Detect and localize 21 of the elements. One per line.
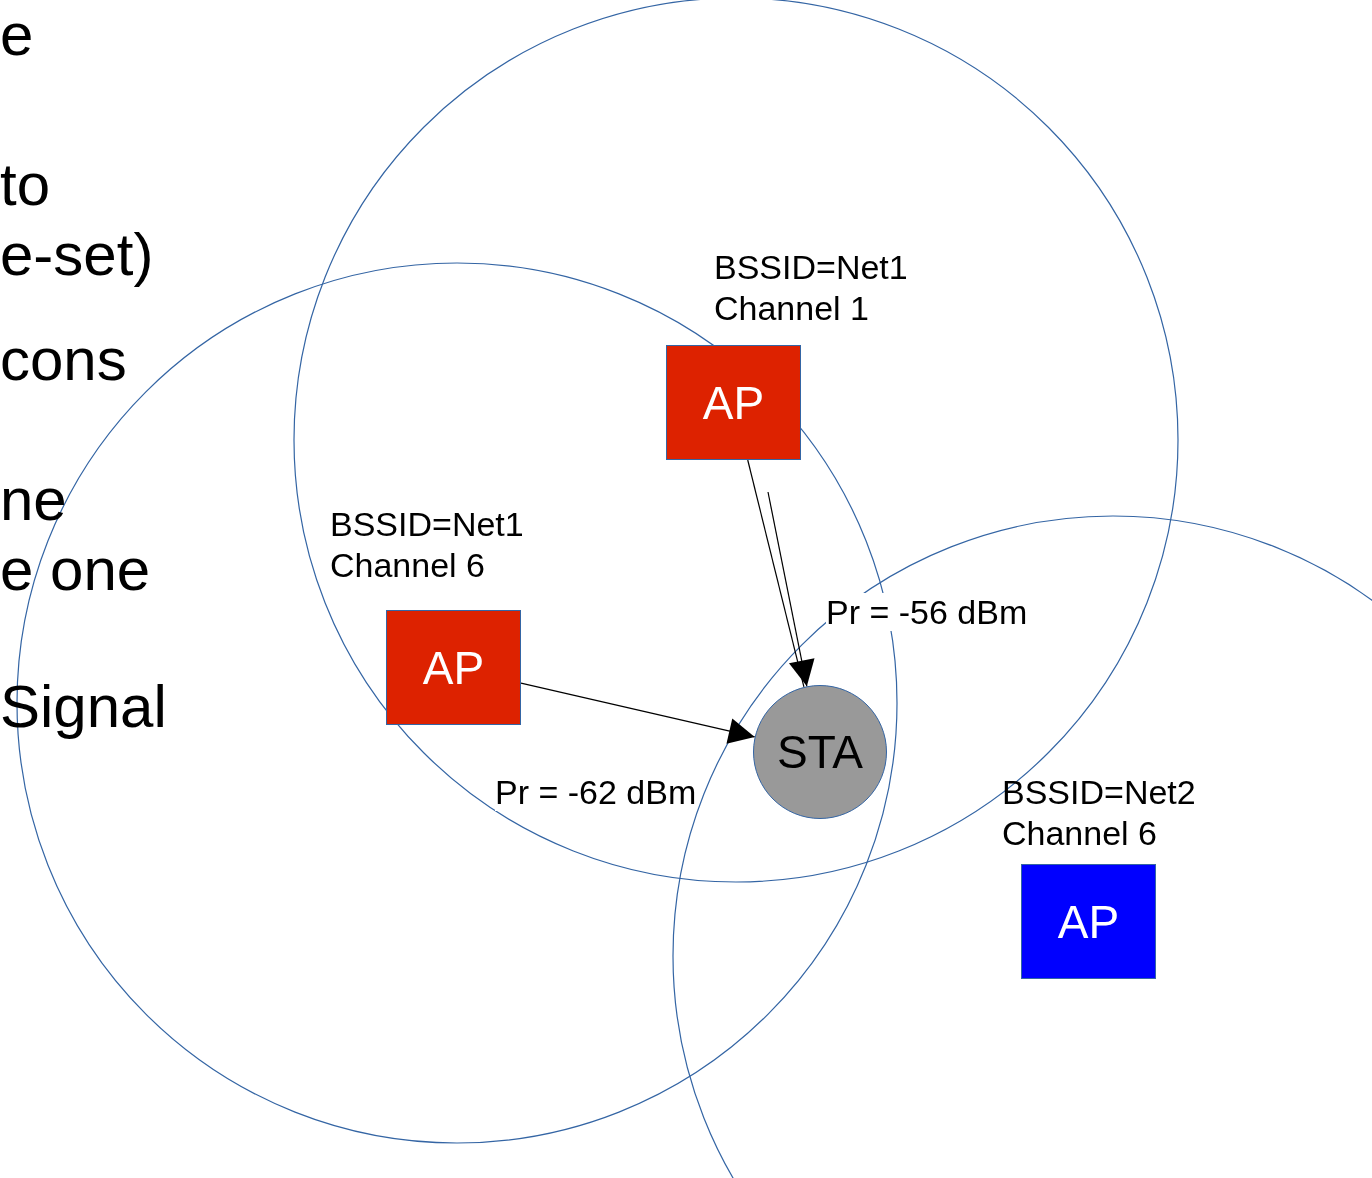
connector-line: [747, 459, 805, 688]
node-caption: BSSID=Net1 Channel 1: [714, 247, 909, 329]
node-caption: BSSID=Net1 Channel 6: [330, 504, 525, 586]
node-label: STA: [776, 729, 864, 775]
node-label: AP: [1057, 898, 1120, 945]
node-label: AP: [422, 644, 485, 691]
edge-label: Pr = -56 dBm: [826, 593, 1028, 631]
text-fragment: to: [0, 152, 51, 218]
arrow: [520, 682, 756, 744]
access-point-box: [386, 610, 521, 725]
arrow: [767, 491, 815, 687]
text-fragment: e-set): [0, 222, 154, 288]
node-caption: BSSID=Net2 Channel 6: [1002, 772, 1197, 854]
text-fragment: ne: [0, 467, 67, 533]
access-point-box: [666, 345, 801, 460]
node-label: AP: [702, 379, 765, 426]
text-fragment: cons: [0, 327, 127, 393]
text-fragment: Signal: [0, 674, 167, 740]
access-point-box: [1021, 864, 1156, 979]
text-fragment: e one: [0, 537, 151, 603]
text-fragment: e: [0, 2, 34, 68]
